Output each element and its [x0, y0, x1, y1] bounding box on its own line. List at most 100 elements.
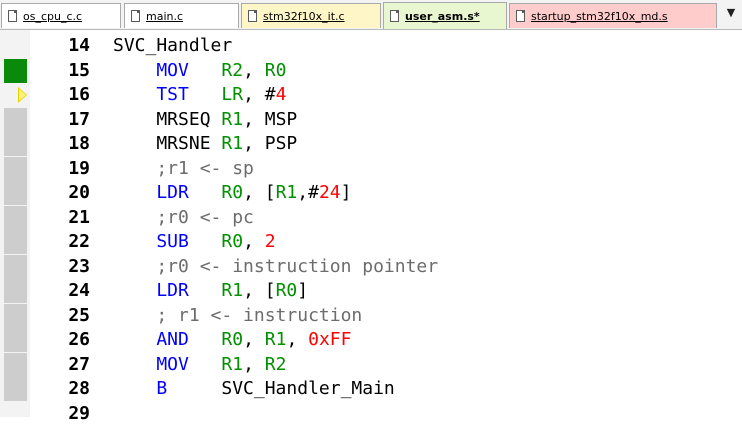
- file-icon: [131, 10, 140, 22]
- coverage-marker[interactable]: [4, 181, 27, 205]
- code-token: 0xFF: [308, 329, 352, 350]
- code-token: ,: [243, 353, 265, 375]
- tab-label: startup_stm32f10x_md.s: [531, 9, 668, 23]
- code-text[interactable]: ;r0 <- pc: [113, 206, 254, 230]
- file-tab-bar: os_cpu_c.c main.c stm32f10x_it.c user_as…: [0, 0, 742, 30]
- code-line[interactable]: 15 MOV R2, R0: [0, 58, 742, 83]
- line-number: 18: [68, 133, 90, 154]
- code-line[interactable]: 23 ;r0 <- instruction pointer: [0, 254, 742, 279]
- code-token: R1: [221, 280, 244, 301]
- code-token: TST: [113, 84, 222, 105]
- coverage-marker[interactable]: [4, 352, 27, 377]
- code-line[interactable]: 17 MRSEQ R1, MSP: [0, 107, 742, 132]
- coverage-marker[interactable]: [4, 377, 27, 401]
- tab-os-cpu-c[interactable]: os_cpu_c.c: [1, 3, 121, 28]
- code-token: MRSEQ: [113, 108, 222, 130]
- tab-user-asm-s[interactable]: user_asm.s*: [383, 2, 507, 29]
- code-line[interactable]: 26 AND R0, R1, 0xFF: [0, 328, 742, 352]
- file-icon: [8, 10, 17, 22]
- line-number: 21: [68, 206, 90, 228]
- code-text[interactable]: LDR R1, [R0]: [113, 279, 308, 303]
- code-line[interactable]: 18 MRSNE R1, PSP: [0, 132, 742, 156]
- code-text[interactable]: ;r0 <- instruction pointer: [113, 255, 438, 279]
- current-pc-arrow-icon: [18, 87, 27, 103]
- code-text[interactable]: TST LR, #4: [113, 83, 286, 107]
- code-token: R0: [275, 280, 298, 301]
- code-token: R0: [264, 59, 287, 81]
- coverage-marker[interactable]: [4, 303, 27, 328]
- coverage-marker[interactable]: [4, 156, 27, 181]
- code-token: AND: [113, 329, 222, 350]
- code-text[interactable]: ; r1 <- instruction: [113, 304, 362, 328]
- tab-main-c[interactable]: main.c: [124, 3, 239, 28]
- code-token: MRSNE: [113, 133, 222, 154]
- file-icon: [390, 10, 399, 22]
- code-text[interactable]: SUB R0, 2: [113, 230, 275, 254]
- line-number: 15: [68, 59, 90, 81]
- code-line[interactable]: 29: [0, 402, 742, 426]
- code-text[interactable]: MRSNE R1, PSP: [113, 132, 297, 156]
- coverage-marker[interactable]: [4, 230, 27, 254]
- code-line[interactable]: 25 ; r1 <- instruction: [0, 303, 742, 328]
- code-line[interactable]: 27 MOV R1, R2: [0, 352, 742, 377]
- code-text[interactable]: LDR R0, [R1,#24]: [113, 181, 351, 205]
- tab-list-dropdown-icon[interactable]: ▼: [726, 6, 736, 19]
- code-line[interactable]: 20 LDR R0, [R1,#24]: [0, 181, 742, 205]
- code-text[interactable]: ;r1 <- sp: [113, 157, 254, 181]
- code-token: MOV: [113, 59, 222, 81]
- code-token: ;r0 <- instruction pointer: [113, 255, 439, 277]
- code-token: R1: [221, 108, 244, 130]
- code-token: , [: [243, 182, 276, 203]
- code-text[interactable]: B SVC_Handler_Main: [113, 377, 395, 401]
- code-line[interactable]: 28 B SVC_Handler_Main: [0, 377, 742, 401]
- code-token: MOV: [113, 353, 222, 375]
- current-line-marker[interactable]: [4, 83, 27, 107]
- code-token: SVC_Handler_Main: [221, 378, 395, 399]
- tab-stm32f10x-it-c[interactable]: stm32f10x_it.c: [241, 3, 381, 28]
- executed-marker[interactable]: [4, 58, 27, 83]
- code-text[interactable]: MOV R2, R0: [113, 59, 286, 83]
- code-token: SVC_Handler: [113, 35, 233, 56]
- code-text[interactable]: MOV R1, R2: [113, 353, 286, 377]
- code-token: ;r0 <- pc: [113, 206, 254, 228]
- tab-label: os_cpu_c.c: [23, 9, 83, 23]
- code-token: , #: [243, 84, 276, 105]
- code-token: R1: [264, 329, 287, 350]
- tab-label: main.c: [146, 9, 184, 23]
- line-number: 28: [68, 378, 90, 399]
- code-token: R0: [221, 182, 244, 203]
- code-text[interactable]: SVC_Handler: [113, 34, 232, 58]
- code-token: ,: [286, 329, 309, 350]
- code-line[interactable]: 22 SUB R0, 2: [0, 230, 742, 254]
- code-token: LDR: [113, 182, 222, 203]
- coverage-marker[interactable]: [4, 132, 27, 156]
- code-token: ;r1 <- sp: [113, 157, 254, 179]
- coverage-marker[interactable]: [4, 254, 27, 279]
- tab-startup-stm32f10x-md-s[interactable]: startup_stm32f10x_md.s: [509, 3, 717, 28]
- line-number: 19: [68, 157, 90, 179]
- code-line[interactable]: 19 ;r1 <- sp: [0, 156, 742, 181]
- code-token: LDR: [113, 280, 222, 301]
- code-token: R0: [221, 231, 244, 252]
- coverage-marker[interactable]: [4, 205, 27, 230]
- line-number: 26: [68, 329, 90, 350]
- code-line[interactable]: 16 TST LR, #4: [0, 83, 742, 107]
- code-token: R2: [264, 353, 287, 375]
- code-token: R0: [221, 329, 244, 350]
- code-token: SUB: [113, 231, 222, 252]
- code-line[interactable]: 21 ;r0 <- pc: [0, 205, 742, 230]
- code-token: , PSP: [243, 133, 298, 154]
- code-token: , MSP: [243, 108, 298, 130]
- coverage-marker[interactable]: [4, 279, 27, 303]
- code-line[interactable]: 24 LDR R1, [R0]: [0, 279, 742, 303]
- line-number: 24: [68, 280, 90, 301]
- line-number: 22: [68, 231, 90, 252]
- coverage-marker[interactable]: [4, 328, 27, 352]
- code-token: ,: [243, 59, 265, 81]
- code-text[interactable]: AND R0, R1, 0xFF: [113, 328, 351, 352]
- line-number: 29: [68, 402, 90, 424]
- code-text[interactable]: MRSEQ R1, MSP: [113, 108, 297, 132]
- coverage-marker[interactable]: [4, 107, 27, 132]
